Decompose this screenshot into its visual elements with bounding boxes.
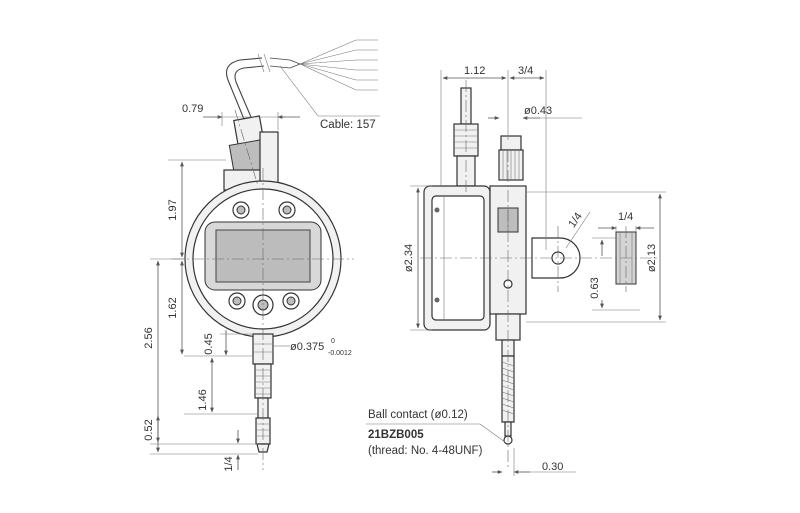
cable-label: Cable: 157 [320, 119, 376, 131]
stem-tol-lower: -0.0012 [328, 350, 352, 357]
dim-234-label: ø2.34 [403, 244, 415, 272]
ball-contact-label: Ball contact (ø0.12) [368, 409, 468, 421]
dim-079-label: 0.79 [182, 103, 203, 115]
stem-tol-upper: 0 [331, 338, 335, 345]
dim-063-label: 0.63 [589, 277, 601, 298]
dim-162-label: 1.62 [167, 297, 179, 318]
dim-030-label: 0.30 [542, 461, 563, 473]
dim-112-label: 1.12 [464, 65, 485, 77]
part-number-label: 21BZB005 [368, 429, 424, 441]
dim-213-label: ø2.13 [646, 244, 658, 272]
cable-wires [299, 39, 378, 91]
dim-146-label: 1.46 [197, 389, 209, 410]
dial-buttons [228, 201, 300, 316]
stem-diameter-label: ø0.375 [290, 341, 324, 353]
dim-043-label: ø0.43 [524, 105, 552, 117]
cable-connector [223, 115, 279, 191]
dim-14-top-label: 1/4 [618, 211, 633, 223]
dim-quarter-label: 1/4 [223, 456, 235, 471]
dim-052-label: 0.52 [143, 419, 155, 440]
cable [225, 39, 378, 125]
dim-256-label: 2.56 [143, 327, 155, 348]
dim-197-label: 1.97 [167, 199, 179, 220]
thread-label: (thread: No. 4-48UNF) [368, 445, 483, 457]
dim-34-label: 3/4 [518, 65, 533, 77]
dim-14-diag-label: 1/4 [566, 211, 585, 230]
dim-045-label: 0.45 [203, 333, 215, 354]
side-view [366, 70, 666, 476]
front-view [150, 39, 380, 470]
